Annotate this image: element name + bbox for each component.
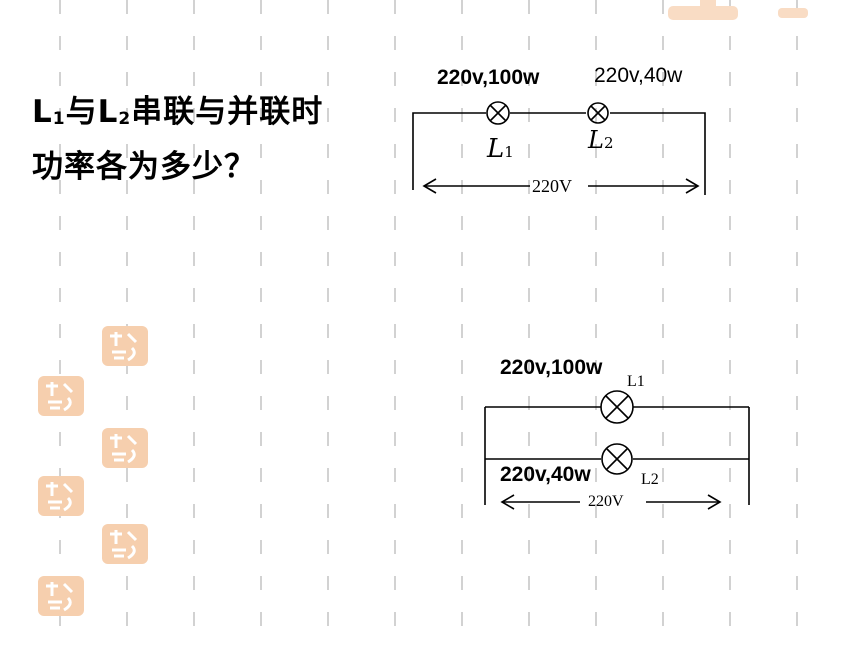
parallel-lamp1-label: L1 [627, 373, 645, 390]
parallel-lamp-l2-symbol [601, 443, 633, 475]
seal-stamps [38, 326, 148, 616]
parallel-voltage-label: 220V [588, 493, 624, 510]
parallel-lamp2-label: L2 [641, 471, 659, 488]
question-rest: 串联与并联时 [131, 94, 324, 130]
series-wire-right [610, 112, 706, 195]
parallel-lamp2-rating: 220v,40w [500, 463, 591, 486]
series-lamp1-rating: 220v,100w [437, 66, 540, 89]
question-connector: 与 [65, 94, 98, 130]
seal-stamp [102, 326, 148, 366]
series-lamp2-rating: 220v,40w [594, 64, 683, 87]
series-voltage-label: 220V [532, 176, 572, 196]
question-lamp-letter: L [32, 94, 53, 130]
parallel-voltage-arrow [500, 494, 722, 510]
seal-stamp [102, 524, 148, 564]
seal-stamp [38, 576, 84, 616]
corner-decoration [668, 0, 808, 20]
seal-stamp [102, 428, 148, 468]
question-subscript-1: 1 [52, 109, 66, 129]
parallel-lamp1-rating: 220v,100w [500, 356, 603, 379]
question-text: L1与L2串联与并联时 功率各为多少？ [32, 88, 323, 191]
lamp-l1-symbol [486, 101, 510, 125]
series-lamp2-label: L2 [588, 126, 614, 154]
series-wire-left [412, 112, 486, 190]
series-lamp1-label: L1 [487, 134, 514, 164]
question-line-2: 功率各为多少？ [32, 149, 256, 185]
lamp-l2-symbol [587, 102, 609, 124]
seal-stamp [38, 376, 84, 416]
parallel-lamp-l1-symbol [600, 390, 634, 424]
seal-stamp [38, 476, 84, 516]
question-subscript-2: 2 [118, 109, 132, 129]
question-line-1: L1与L2串联与并联时 [32, 88, 323, 143]
question-lamp-letter: L [97, 94, 119, 130]
series-voltage-arrow [422, 178, 700, 194]
